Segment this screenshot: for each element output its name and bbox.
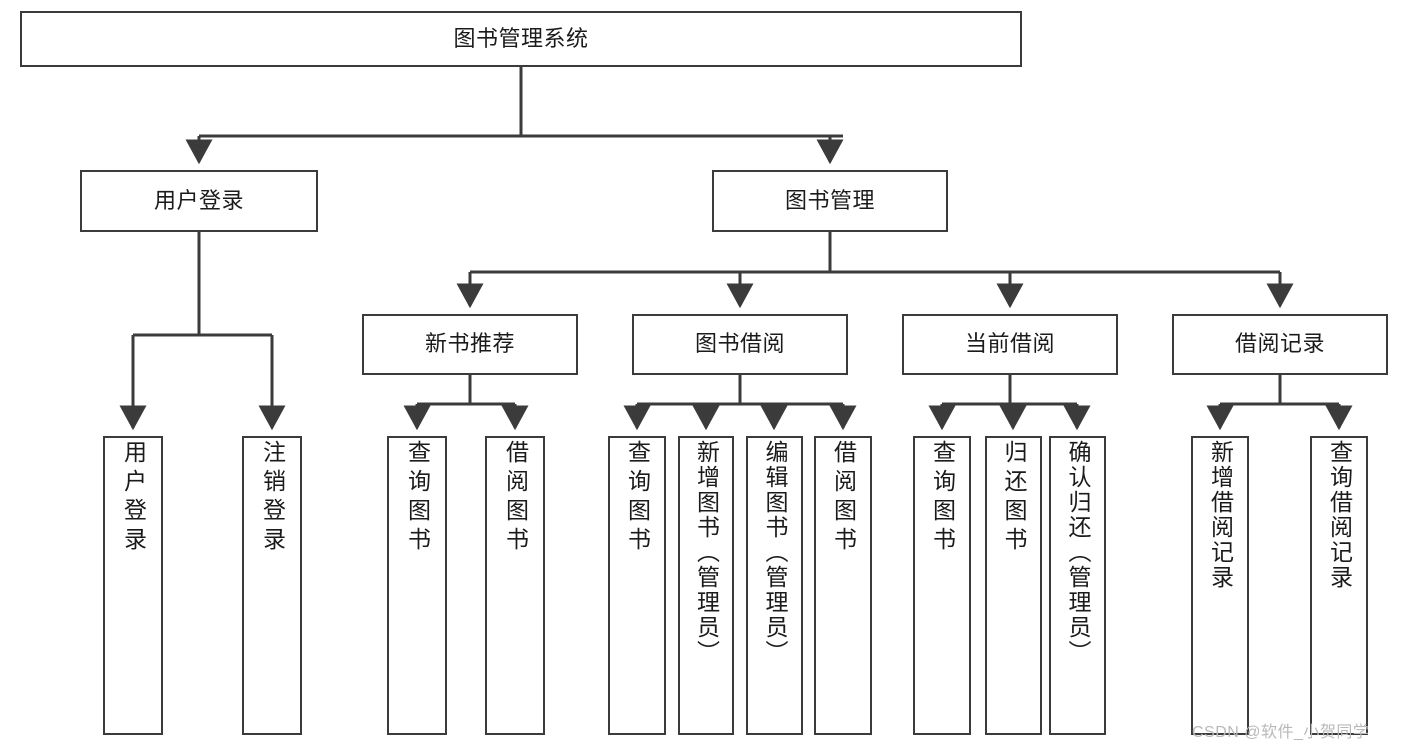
- leaf-query-book-current[interactable]: 查询图书: [913, 436, 971, 735]
- node-label: 新书推荐: [424, 331, 515, 357]
- leaf-borrow-book-recommend[interactable]: 借阅图书: [485, 436, 545, 735]
- node-label: 查询图书: [624, 440, 651, 556]
- leaf-return-book[interactable]: 归还图书: [985, 436, 1042, 735]
- leaf-add-book-admin[interactable]: 新增图书（管理员）: [678, 436, 734, 735]
- node-book-borrow[interactable]: 图书借阅: [632, 314, 848, 375]
- node-label: 查询图书: [929, 440, 956, 556]
- node-label: 新增借阅记录: [1207, 440, 1234, 590]
- leaf-query-book-borrow[interactable]: 查询图书: [608, 436, 666, 735]
- node-label: 新增图书（管理员）: [693, 440, 720, 665]
- node-label: 借阅图书: [830, 440, 857, 556]
- node-book-management-system[interactable]: 图书管理系统: [20, 11, 1022, 67]
- node-user-login[interactable]: 用户登录: [80, 170, 318, 232]
- node-label: 确认归还（管理员）: [1065, 440, 1091, 665]
- node-label: 注销登录: [259, 440, 286, 556]
- node-label: 查询图书: [404, 440, 431, 556]
- node-label: 用户登录: [153, 187, 244, 213]
- leaf-logout-login[interactable]: 注销登录: [242, 436, 302, 735]
- node-label: 图书借阅: [694, 331, 785, 357]
- node-label: 查询借阅记录: [1326, 440, 1353, 590]
- node-label: 编辑图书（管理员）: [762, 440, 788, 665]
- leaf-confirm-return-admin[interactable]: 确认归还（管理员）: [1049, 436, 1106, 735]
- node-new-book-recommend[interactable]: 新书推荐: [362, 314, 578, 375]
- node-label: 借阅记录: [1234, 331, 1325, 357]
- node-borrow-record[interactable]: 借阅记录: [1172, 314, 1388, 375]
- leaf-add-borrow-record[interactable]: 新增借阅记录: [1191, 436, 1249, 735]
- node-label: 当前借阅: [964, 331, 1055, 357]
- leaf-user-login[interactable]: 用户登录: [103, 436, 163, 735]
- node-label: 归还图书: [1001, 440, 1027, 556]
- node-label: 图书管理: [784, 187, 875, 213]
- node-label: 用户登录: [120, 440, 147, 556]
- csdn-watermark: CSDN @软件_小贺同学: [1192, 724, 1370, 741]
- leaf-borrow-book[interactable]: 借阅图书: [814, 436, 872, 735]
- node-book-management[interactable]: 图书管理: [712, 170, 948, 232]
- leaf-query-borrow-record[interactable]: 查询借阅记录: [1310, 436, 1368, 735]
- leaf-query-book-recommend[interactable]: 查询图书: [387, 436, 447, 735]
- node-label: 图书管理系统: [453, 25, 589, 51]
- node-label: 借阅图书: [502, 440, 529, 556]
- node-current-borrow[interactable]: 当前借阅: [902, 314, 1118, 375]
- leaf-edit-book-admin[interactable]: 编辑图书（管理员）: [746, 436, 803, 735]
